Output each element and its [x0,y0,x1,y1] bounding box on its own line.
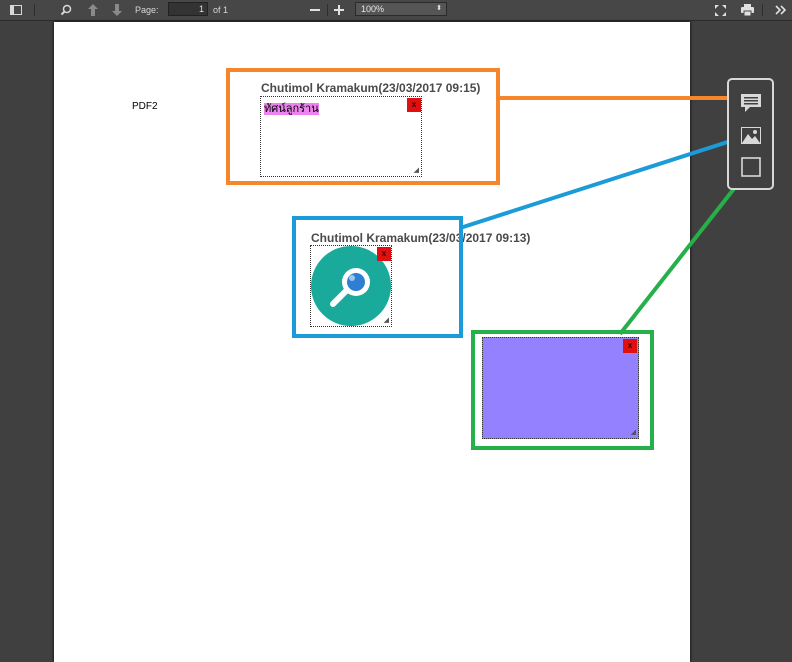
image-annotation-close-button[interactable]: x [377,247,391,261]
text-annotation-close-button[interactable]: x [407,98,421,112]
pdf-toolbar: Page: 1 of 1 100% ⬍ [0,0,792,21]
double-chevron-right-icon [774,5,786,15]
tools-button[interactable] [771,0,789,20]
sidebar-toggle-button[interactable] [6,0,26,20]
text-annotation-title: Chutimol Kramakum(23/03/2017 09:15) [261,81,481,95]
green-connector-line [618,174,746,336]
image-annotation-highlight-frame [292,216,463,338]
plus-icon [334,5,344,15]
sidebar-toggle-icon [10,5,22,15]
annotation-tool-panel [727,78,774,190]
page-label: Page: [135,5,159,15]
arrow-down-icon [112,4,122,16]
search-button[interactable] [56,0,76,20]
page-number-input[interactable]: 1 [168,2,208,16]
printer-icon [740,4,754,16]
comment-icon [741,94,761,112]
print-button[interactable] [737,0,757,20]
minus-icon [310,9,320,11]
rectangle-icon [741,157,761,177]
presentation-mode-button[interactable] [711,0,729,20]
resize-handle-icon[interactable]: ◢ [383,317,389,324]
shape-annotation-highlight-frame [471,330,654,450]
shape-annotation-box[interactable]: x ◢ [482,337,639,439]
resize-handle-icon[interactable]: ◢ [630,429,636,436]
document-label: PDF2 [132,101,158,112]
image-annotation-title: Chutimol Kramakum(23/03/2017 09:13) [311,231,531,245]
text-annotation-content[interactable]: ทัศน์ลูกร้าน [264,103,319,115]
zoom-out-button[interactable] [306,0,324,20]
zoom-value: 100% [361,4,385,14]
next-page-button[interactable] [108,0,126,20]
search-icon [60,4,72,16]
image-annotation-box[interactable]: x ◢ [310,245,392,327]
resize-handle-icon[interactable]: ◢ [413,167,419,174]
text-annotation-highlight-frame [226,68,500,185]
page-total: of 1 [213,5,229,15]
zoom-select[interactable]: 100% ⬍ [355,2,447,16]
add-image-button[interactable] [740,124,762,146]
fullscreen-icon [714,4,726,16]
search-app-icon [311,246,391,326]
add-comment-button[interactable] [740,92,762,114]
select-arrows-icon: ⬍ [436,5,442,12]
arrow-up-icon [88,4,98,16]
blue-connector-line [459,136,741,230]
add-rectangle-button[interactable] [740,156,762,178]
previous-page-button[interactable] [84,0,102,20]
text-annotation-box[interactable]: ทัศน์ลูกร้าน x ◢ [260,96,422,177]
image-icon [741,126,761,144]
shape-annotation-close-button[interactable]: x [623,339,637,353]
zoom-in-button[interactable] [330,0,348,20]
